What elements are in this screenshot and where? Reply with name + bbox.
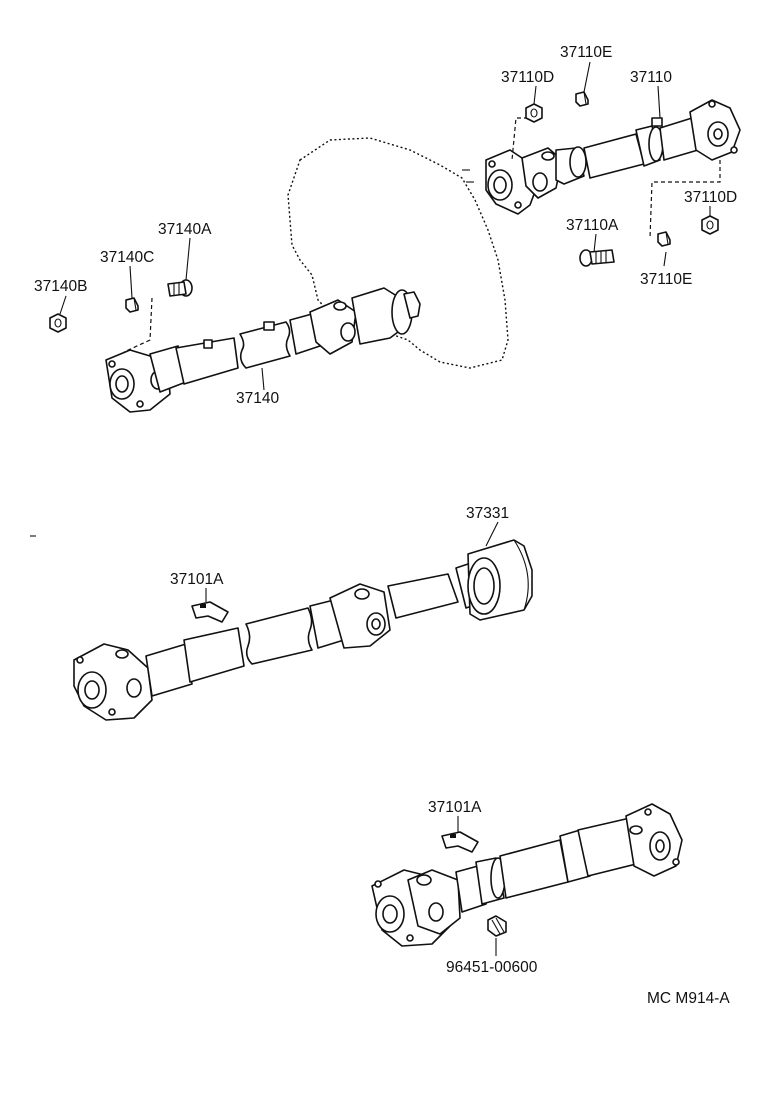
- label-37110D-right: 37110D: [684, 189, 737, 206]
- grease-fitting-96451: [487, 915, 507, 937]
- transmission-case-outline: [287, 137, 509, 369]
- nut-37110D-right: [701, 215, 719, 235]
- label-37110: 37110: [630, 69, 672, 86]
- washer-37110E-top: [575, 91, 589, 107]
- label-37110E-bottom: 37110E: [640, 271, 692, 288]
- weight-37101A-middle: [191, 601, 229, 623]
- figure-code: MC M914-A: [647, 990, 730, 1007]
- propeller-shaft-middle: [73, 561, 485, 721]
- label-37140: 37140: [236, 390, 279, 407]
- propeller-shaft-bottom: [371, 803, 683, 947]
- bolt-37110A: [579, 249, 615, 267]
- nut-37110D-top: [525, 103, 543, 123]
- label-37101A-middle: 37101A: [170, 571, 224, 588]
- label-37110E-top: 37110E: [560, 44, 612, 61]
- label-37110D-top: 37110D: [501, 69, 554, 86]
- label-37140B: 37140B: [34, 278, 87, 295]
- label-37331: 37331: [466, 505, 509, 522]
- label-37101A-bottom: 37101A: [428, 799, 482, 816]
- bolt-37140A: [167, 279, 193, 297]
- label-37140C: 37140C: [100, 249, 154, 266]
- label-96451-00600: 96451-00600: [446, 959, 538, 976]
- weight-37101A-bottom: [441, 831, 479, 853]
- label-37110A: 37110A: [566, 217, 619, 234]
- label-37140A: 37140A: [158, 221, 212, 238]
- cover-37331: [467, 539, 533, 621]
- propeller-shaft-37140: [105, 287, 421, 413]
- washer-37140C: [125, 297, 139, 313]
- washer-37110E-bottom: [657, 231, 671, 247]
- leader-lines: [59, 61, 711, 956]
- propeller-shaft-37110: [485, 99, 741, 239]
- nut-37140B: [49, 313, 67, 333]
